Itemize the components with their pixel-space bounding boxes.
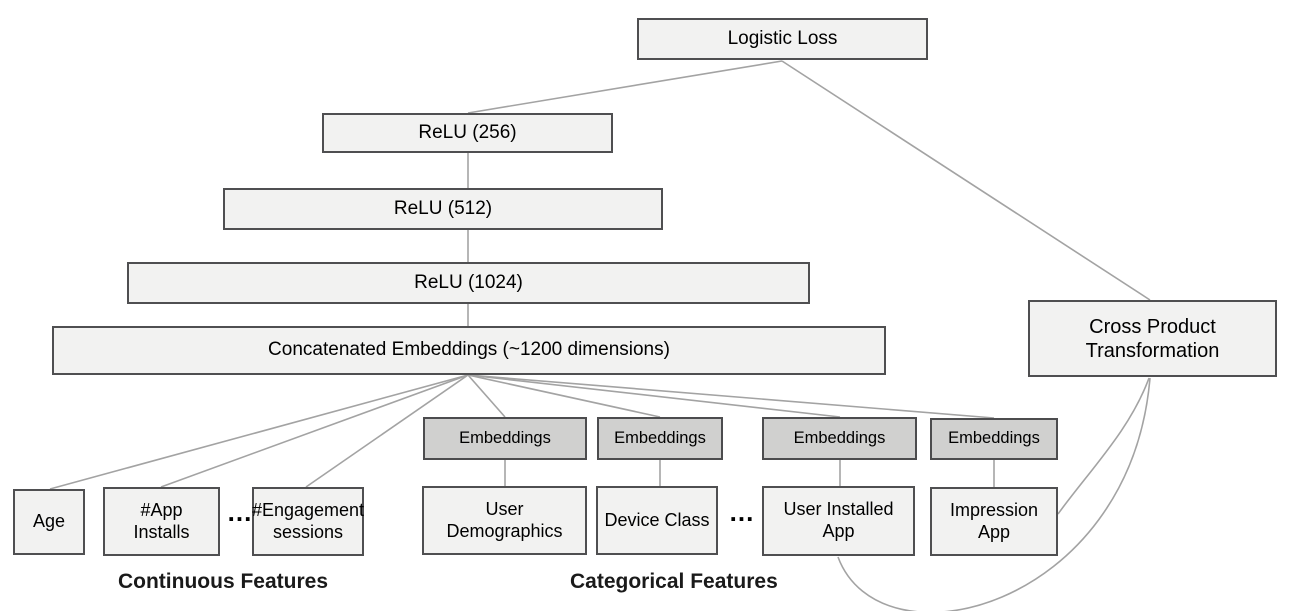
node-concatenated-embeddings: Concatenated Embeddings (~1200 dimension… <box>52 326 886 375</box>
edge-concat-embed3 <box>467 374 841 418</box>
edge-loss-to-relu256 <box>467 60 783 114</box>
node-relu-1024: ReLU (1024) <box>127 262 810 304</box>
node-user-demographics: User Demographics <box>422 486 587 555</box>
node-age: Age <box>13 489 85 555</box>
node-embeddings-1-label: Embeddings <box>459 428 551 447</box>
node-embeddings-4: Embeddings <box>930 418 1058 460</box>
node-app-installs-label: #App Installs <box>133 499 190 542</box>
node-relu-512: ReLU (512) <box>223 188 663 230</box>
edge-loss-to-cross-product <box>781 60 1151 301</box>
edge-concat-engagement <box>305 374 469 488</box>
node-impression-app: Impression App <box>930 487 1058 556</box>
node-app-installs: #App Installs <box>103 487 220 556</box>
node-embeddings-2-label: Embeddings <box>614 428 706 447</box>
node-embeddings-3: Embeddings <box>762 417 917 460</box>
edge-concat-embed1 <box>467 374 506 418</box>
continuous-features-label: Continuous Features <box>117 570 328 593</box>
edge-user-installed-app-to-cross-product <box>837 377 1151 611</box>
node-cross-product-transformation-label: Cross Product Transformation <box>1085 315 1220 362</box>
node-embeddings-1: Embeddings <box>423 417 587 460</box>
node-engagement-sessions: #Engagement sessions <box>252 487 364 556</box>
node-user-installed-app: User Installed App <box>762 486 915 556</box>
node-cross-product-transformation: Cross Product Transformation <box>1028 300 1277 377</box>
node-impression-app-label: Impression App <box>949 499 1039 542</box>
edge-concat-embed2 <box>467 374 661 418</box>
continuous-ellipsis: ... <box>227 497 253 527</box>
node-device-class-label: Device Class <box>604 509 710 530</box>
node-engagement-sessions-label: #Engagement sessions <box>251 499 365 542</box>
node-embeddings-2: Embeddings <box>597 417 723 460</box>
node-relu-512-label: ReLU (512) <box>393 197 493 219</box>
edge-impression-app-to-cross-product <box>1057 377 1150 515</box>
edge-concat-age <box>49 374 469 490</box>
node-logistic-loss: Logistic Loss <box>637 18 928 60</box>
categorical-ellipsis: ... <box>729 497 755 527</box>
categorical-features-label: Categorical Features <box>570 570 778 593</box>
node-logistic-loss-label: Logistic Loss <box>727 27 838 49</box>
node-embeddings-4-label: Embeddings <box>948 429 1040 448</box>
edge-concat-app-installs <box>160 374 469 488</box>
edge-concat-embed4 <box>467 374 995 419</box>
node-embeddings-3-label: Embeddings <box>793 428 886 447</box>
node-relu-1024-label: ReLU (1024) <box>414 271 523 293</box>
node-concatenated-embeddings-label: Concatenated Embeddings (~1200 dimension… <box>268 339 670 361</box>
node-user-demographics-label: User Demographics <box>446 498 563 541</box>
node-relu-256-label: ReLU (256) <box>418 121 517 143</box>
node-user-installed-app-label: User Installed App <box>783 499 894 541</box>
node-device-class: Device Class <box>596 486 718 555</box>
node-relu-256: ReLU (256) <box>322 113 613 153</box>
node-age-label: Age <box>32 511 66 532</box>
